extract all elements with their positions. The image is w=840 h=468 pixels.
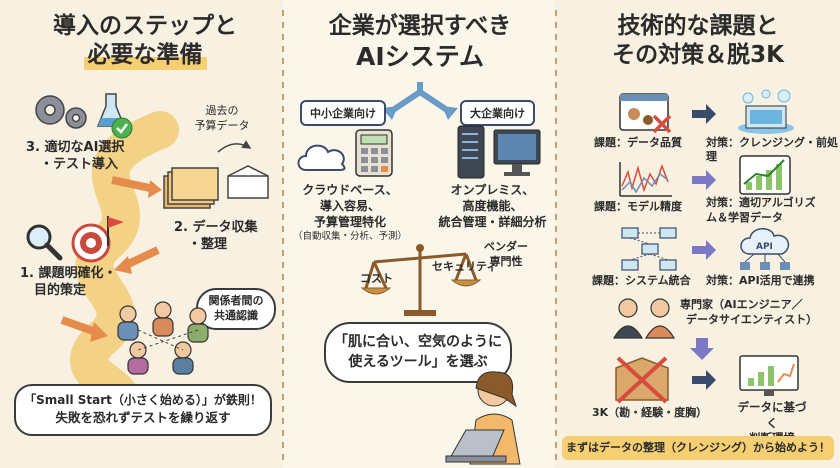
- sme-desc-line4: （自動収集・分析、予測）: [292, 230, 407, 242]
- crossed-box-icon: [615, 356, 669, 404]
- enterprise-label: 大企業向け: [460, 100, 535, 126]
- ent-desc-line1: オンプレミス、: [450, 183, 535, 197]
- step1-line1: 1. 課題明確化・: [20, 266, 117, 281]
- cloud-icon: [297, 144, 346, 171]
- sme-desc-line1: クラウドベース、: [302, 183, 398, 197]
- small-start-banner: 「Small Start（小さく始める）」が鉄則！ 失敗を恐れずテストを繰り返す: [14, 384, 272, 436]
- left-title-line1: 導入のステップと: [53, 13, 237, 39]
- scale-vendor-line1: ベンダー: [484, 240, 528, 253]
- quote-line2: 使えるツール」を選ぶ: [348, 354, 488, 371]
- step3-line1: 3. 適切なAI選択: [26, 140, 125, 155]
- experts-illustration: [612, 298, 676, 339]
- experts-line1: 専門家（AIエンジニア／: [680, 298, 803, 311]
- stakeholder-line2: 共通認識: [214, 308, 258, 322]
- server-icon: [457, 125, 485, 179]
- solution-1: 対策：クレンジング・前処理: [706, 136, 838, 164]
- step1-line2: 目的策定: [34, 282, 87, 298]
- experts-label: 専門家（AIエンジニア／ データサイエンティスト）: [680, 298, 817, 328]
- solution-2: 対策：適切アルゴリズム＆学習データ: [706, 196, 816, 224]
- monitor-icon: [493, 129, 541, 176]
- system-diagram-icon: [621, 227, 677, 271]
- sme-description: クラウドベース、 導入容易、 予算管理特化 （自動収集・分析、予測）: [290, 182, 410, 243]
- step3-label: 3. 適切なAI選択 ・テスト導入: [26, 140, 124, 174]
- arrow-right-icon: [692, 370, 716, 390]
- step-arrows: [60, 176, 162, 342]
- middle-title-line1: 企業が選択すべき: [328, 13, 512, 39]
- arrow-right-icon: [692, 170, 716, 190]
- solution-3: 対策：API活用で連携: [706, 274, 815, 287]
- past-budget-label: 過去の 予算データ: [182, 104, 262, 134]
- left-title-line2: 必要な準備: [83, 40, 207, 70]
- arrow-right-icon: [692, 104, 716, 124]
- sme-label: 中小企業向け: [300, 100, 386, 126]
- sme-desc-line2: 導入容易、: [319, 199, 380, 214]
- three-k-label: 3K（勘・経験・度胸）: [592, 406, 708, 419]
- arrow-down-icon: [690, 338, 714, 360]
- right-title-line1: 技術的な課題と: [617, 13, 779, 39]
- right-title: 技術的な課題と その対策＆脱3K: [566, 12, 830, 70]
- experts-line2: データサイエンティスト）: [686, 312, 818, 326]
- folder-icon: [163, 167, 219, 209]
- scale-cost: コスト: [360, 272, 393, 285]
- quote-line1: 「肌に合い、空気のように: [334, 334, 502, 350]
- box-icon: [227, 165, 269, 199]
- issue-1: 課題：データ品質: [594, 136, 682, 149]
- laptop-icon: [445, 371, 521, 465]
- footer-banner: まずはデータの整理（クレンジング）から始めよう！: [562, 436, 834, 461]
- dashboard-icon: [739, 355, 799, 396]
- bad-data-icon: [619, 93, 672, 134]
- left-title: 導入のステップと 必要な準備: [20, 12, 270, 70]
- step1-label: 1. 課題明確化・ 目的策定: [20, 266, 117, 300]
- step3-line2: ・テスト導入: [40, 156, 119, 172]
- flag-icon: [107, 216, 124, 246]
- api-label: API: [756, 242, 773, 252]
- scale-vendor: ベンダー 専門性: [484, 240, 528, 270]
- gear-icon: [35, 95, 87, 129]
- enterprise-description: オンプレミス、 高度機能、 統合管理・詳細分析: [430, 182, 555, 231]
- check-icon: [111, 117, 133, 139]
- step2-line2: ・整理: [188, 236, 228, 252]
- arrow-right-icon: [692, 240, 716, 260]
- quote-bubble: 「肌に合い、空気のように 使えるツール」を選ぶ: [324, 322, 512, 383]
- step2-line1: 2. データ収集: [174, 220, 258, 235]
- stakeholder-line1: 関係者間の: [208, 294, 264, 307]
- issue-3: 課題：システム統合: [592, 274, 691, 287]
- growth-chart-icon: [739, 155, 791, 195]
- noisy-chart-icon: [619, 162, 672, 197]
- data-driven-line1: データに基づく: [737, 400, 807, 430]
- arrow-to-box: [217, 140, 252, 153]
- stakeholder-bubble: 関係者間の 共通認識: [196, 288, 276, 330]
- ent-desc-line2: 高度機能、: [462, 199, 523, 214]
- magnifier-icon: [26, 224, 63, 261]
- past-budget-line1: 過去の: [205, 104, 239, 117]
- scale-vendor-line2: 専門性: [489, 254, 523, 268]
- sme-desc-line3: 予算管理特化: [313, 215, 386, 230]
- right-title-line2: その対策＆脱3K: [612, 41, 784, 68]
- middle-title-line2: AIシステム: [356, 41, 484, 71]
- banner-line1: 「Small Start（小さく始める）」が鉄則！: [24, 393, 262, 407]
- api-cloud-icon: API: [740, 228, 790, 270]
- scale-icon: [360, 244, 482, 316]
- past-budget-line2: 予算データ: [194, 118, 250, 132]
- banner-line2: 失敗を恐れずテストを繰り返す: [55, 410, 231, 426]
- scale-security: セキュリティ: [432, 260, 498, 273]
- target-icon: [71, 223, 111, 263]
- calculator-icon: [355, 129, 393, 177]
- people-group-illustration: [117, 301, 209, 375]
- fork-arrow: [382, 82, 458, 120]
- issue-2: 課題：モデル精度: [594, 200, 682, 213]
- middle-title: 企業が選択すべき AIシステム: [290, 12, 550, 72]
- cleansing-icon: [738, 89, 794, 134]
- ent-desc-line3: 統合管理・詳細分析: [438, 215, 547, 230]
- step2-label: 2. データ収集 ・整理: [174, 220, 258, 254]
